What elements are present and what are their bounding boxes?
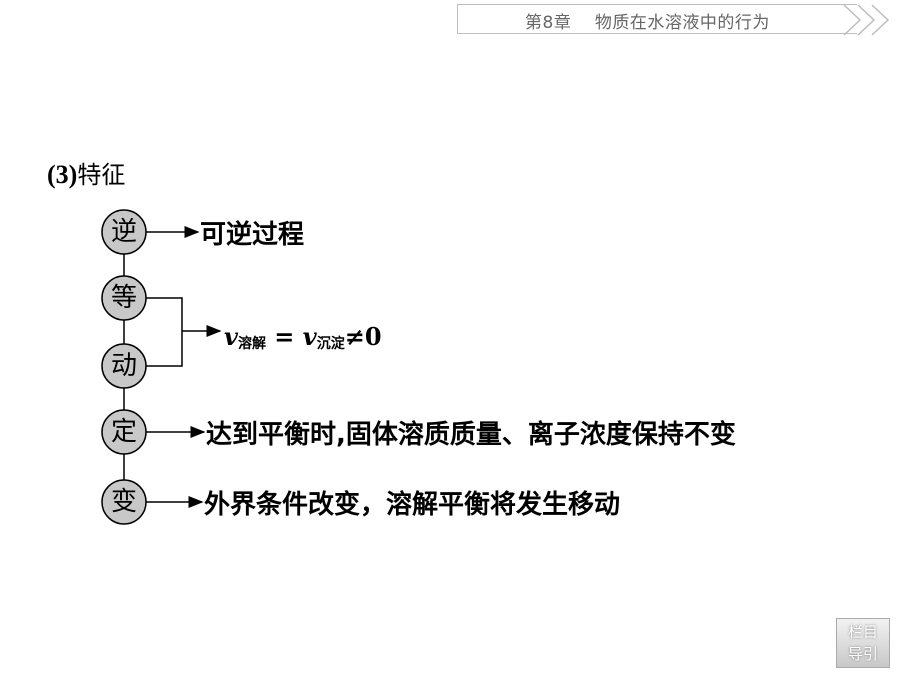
section-nav-button[interactable]: 栏目 导引 (836, 618, 890, 668)
feature-char-bian: 变 (110, 487, 137, 517)
feature-desc-ni: 可逆过程 (200, 220, 305, 250)
double-chevron-icon (843, 4, 890, 36)
feature-desc-ding: 达到平衡时,固体溶质质量、离子浓度保持不变 (206, 420, 736, 450)
feature-desc-bian: 外界条件改变，溶解平衡将发生移动 (204, 490, 621, 520)
nav-label-line2: 导引 (847, 645, 878, 663)
feature-char-ding: 定 (110, 417, 137, 447)
section-heading: (3)特征 (47, 155, 125, 190)
bracket-deng-dong (146, 297, 183, 367)
section-title: 特征 (77, 161, 126, 189)
feature-char-ni: 逆 (110, 217, 137, 247)
chapter-header-frame (457, 4, 857, 34)
feature-char-dong: 动 (110, 351, 137, 381)
feature-char-deng: 等 (110, 283, 137, 313)
section-number: (3) (47, 160, 78, 189)
chapter-title: 第8章 物质在水溶液中的行为 (525, 13, 770, 33)
nav-label-line1: 栏目 (847, 623, 878, 641)
rate-equality-formula: v溶解 = v沉淀≠0 (224, 322, 382, 352)
